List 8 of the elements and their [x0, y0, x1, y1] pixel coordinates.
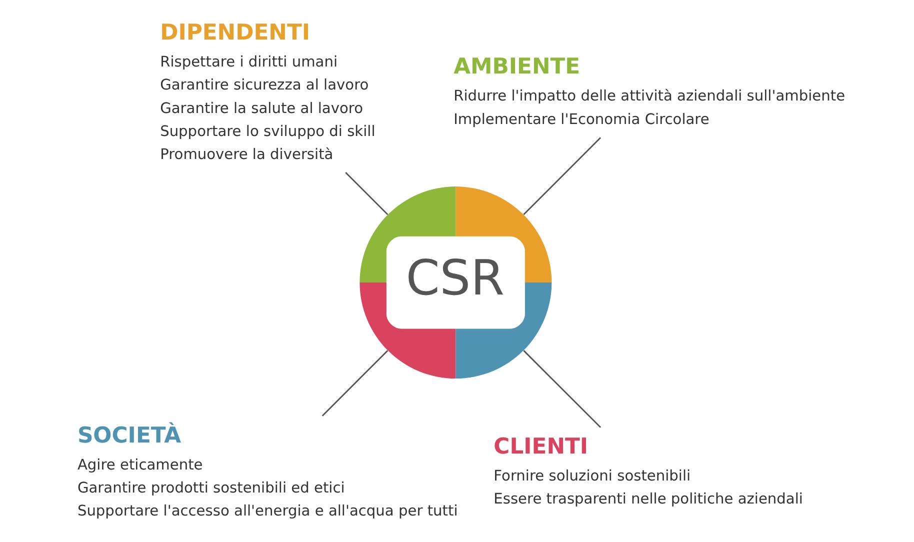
node-text: AMBIENTE Ridurre l'impatto delle attività aziendali sull'ambiente Implementare l'Economia Circolare [453, 54, 845, 128]
node-text: SOCIETÀ Agire eticamente Garantire prodotti sostenibili ed etici Supportare l'accesso all'energia e all'acqua per tutti [76, 424, 458, 520]
connector [321, 350, 388, 416]
connector [344, 172, 388, 216]
node-text: DIPENDENTI Rispettare i diritti umani Garantire sicurezza al lavoro Garantire la salute al lavoro Supportare lo sviluppo di skill Promuovere la diversità [160, 20, 375, 164]
connector [522, 350, 601, 428]
node-text: CLIENTI Fornire soluzioni sostenibili Essere trasparenti nelle politiche aziendali [493, 434, 802, 508]
connector [522, 137, 601, 216]
